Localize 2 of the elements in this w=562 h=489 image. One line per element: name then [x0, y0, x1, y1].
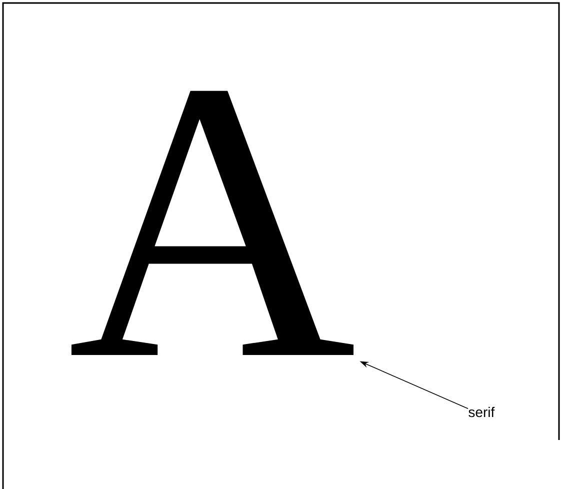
letter-glyph: A	[71, 90, 354, 355]
callout-text: serif	[468, 406, 495, 418]
